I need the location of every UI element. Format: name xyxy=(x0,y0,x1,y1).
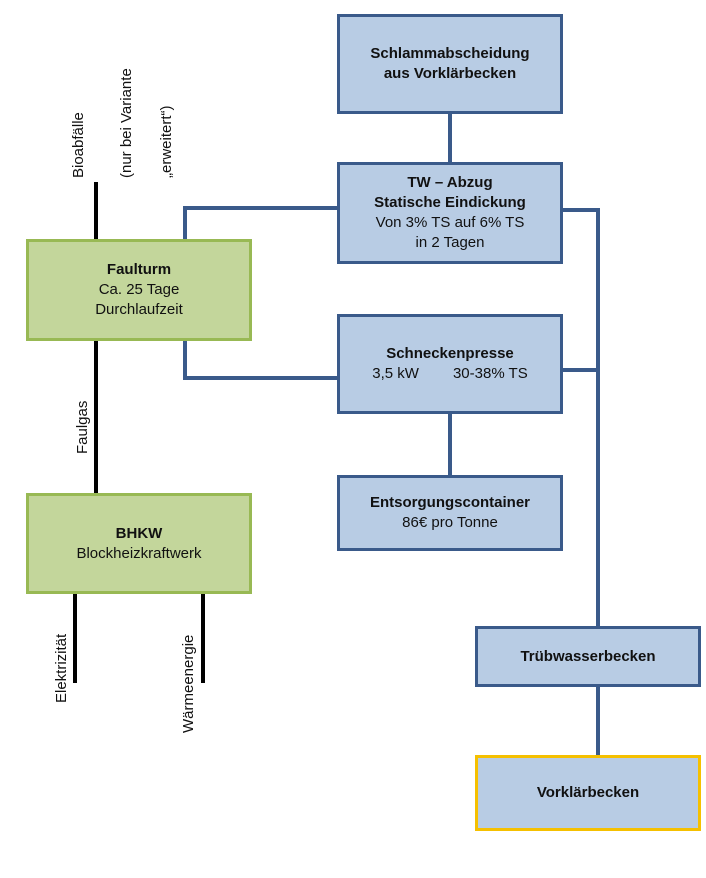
node-schneckenpresse-power: 3,5 kW xyxy=(372,365,419,382)
label-faulgas: Faulgas xyxy=(74,400,91,454)
label-variante-line2: „erweitert“) xyxy=(158,105,175,178)
node-faulturm-duration: Ca. 25 Tage xyxy=(98,281,180,298)
label-elektrizitaet: Elektrizität xyxy=(53,633,70,703)
node-schlammabscheidung-title: Schlammabscheidung xyxy=(370,45,530,62)
node-truebwasserbecken: Trübwasserbecken xyxy=(475,626,701,687)
node-schlammabscheidung-subtitle: aus Vorklärbecken xyxy=(383,65,517,82)
label-bioabfaelle: Bioabfälle xyxy=(70,112,87,178)
node-schneckenpresse-ts: 30-38% TS xyxy=(452,365,528,382)
node-faulturm: Faulturm Ca. 25 Tage Durchlaufzeit xyxy=(26,239,252,341)
label-waermeenergie: Wärmeenergie xyxy=(180,634,197,733)
node-tw-abzug: TW – Abzug Statische Eindickung Von 3% T… xyxy=(337,162,563,264)
node-vorklaerbecken-title: Vorklärbecken xyxy=(536,784,640,801)
node-schneckenpresse: Schneckenpresse 3,5 kW 30-38% TS xyxy=(337,314,563,414)
node-entsorgungscontainer-price: 86€ pro Tonne xyxy=(402,514,498,531)
node-entsorgungscontainer-title: Entsorgungscontainer xyxy=(369,494,530,511)
node-bhkw: BHKW Blockheizkraftwerk xyxy=(26,493,252,594)
node-entsorgungscontainer: Entsorgungscontainer 86€ pro Tonne xyxy=(337,475,563,551)
label-variante-line1: (nur bei Variante xyxy=(118,68,135,178)
node-tw-abzug-subtitle: Statische Eindickung xyxy=(374,194,526,211)
node-truebwasserbecken-title: Trübwasserbecken xyxy=(520,647,656,665)
node-tw-abzug-duration: in 2 Tagen xyxy=(415,234,485,251)
connector-tw-faulturm xyxy=(183,206,338,240)
node-bhkw-title: BHKW xyxy=(115,524,163,542)
node-schlammabscheidung: Schlammabscheidung aus Vorklärbecken xyxy=(337,14,563,114)
node-bhkw-subtitle: Blockheizkraftwerk xyxy=(76,544,202,562)
node-vorklaerbecken: Vorklärbecken xyxy=(475,755,701,831)
connector-faulturm-schnecke xyxy=(183,340,338,380)
node-schneckenpresse-title: Schneckenpresse xyxy=(386,345,514,362)
node-tw-abzug-detail: Von 3% TS auf 6% TS xyxy=(375,214,525,231)
node-tw-abzug-title: TW – Abzug xyxy=(407,174,493,191)
node-faulturm-detail: Durchlaufzeit xyxy=(95,301,183,318)
node-faulturm-title: Faulturm xyxy=(106,261,172,278)
